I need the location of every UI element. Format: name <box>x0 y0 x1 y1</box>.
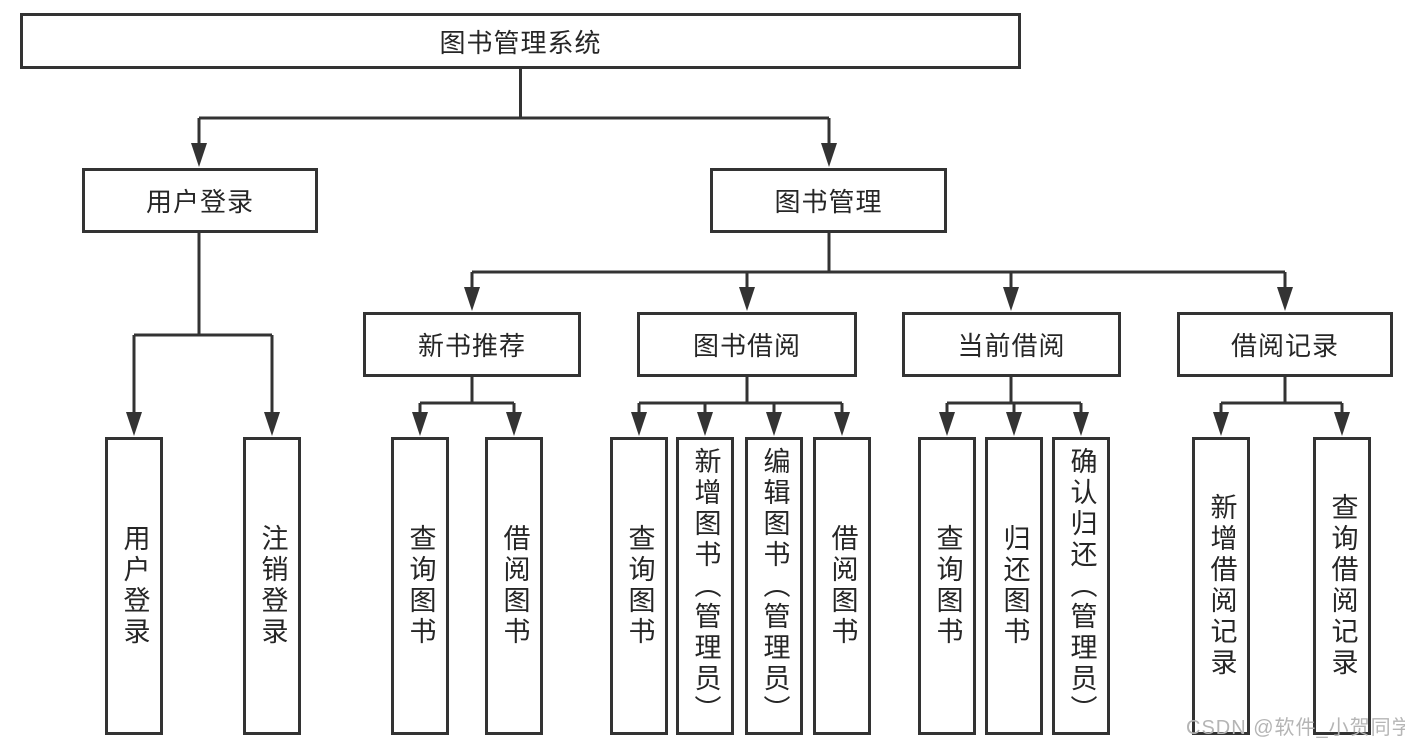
node-root-label: 图书管理系统 <box>439 27 602 58</box>
node-current-borrowing-label: 当前借阅 <box>957 331 1066 361</box>
node-book-borrowing: 图书借阅 <box>637 312 857 377</box>
connector-book-management-children <box>470 233 1287 290</box>
leaf-query-borrow-record-label: 查询借阅记录 <box>1327 493 1358 679</box>
node-borrowing-records: 借阅记录 <box>1177 312 1393 377</box>
leaf-borrow-books-recommend-label: 借阅图书 <box>499 524 530 648</box>
leaf-query-borrow-record: 查询借阅记录 <box>1313 437 1371 735</box>
leaf-return-books-label: 归还图书 <box>999 524 1030 648</box>
leaf-query-books-borrowing: 查询图书 <box>610 437 668 735</box>
leaf-query-books-current: 查询图书 <box>918 437 976 735</box>
leaf-confirm-return-admin-label: 确认归还（管理员） <box>1066 446 1097 726</box>
leaf-query-books-recommend-label: 查询图书 <box>405 524 436 648</box>
leaf-user-login-label: 用户登录 <box>119 524 150 648</box>
node-new-book-recommend: 新书推荐 <box>363 312 581 377</box>
leaf-add-borrow-record-label: 新增借阅记录 <box>1206 493 1237 679</box>
connector-current-borrowing-children <box>945 377 1083 416</box>
leaf-edit-books-admin-label: 编辑图书（管理员） <box>759 446 790 726</box>
leaf-query-books-recommend: 查询图书 <box>391 437 449 735</box>
node-book-management: 图书管理 <box>710 168 947 233</box>
arrowheads <box>126 143 1350 436</box>
leaf-query-books-current-label: 查询图书 <box>932 524 963 648</box>
node-root: 图书管理系统 <box>20 13 1021 69</box>
leaf-query-books-borrowing-label: 查询图书 <box>624 524 655 648</box>
watermark: CSDN @软件_小贺同学 <box>1186 717 1405 739</box>
leaf-confirm-return-admin: 确认归还（管理员） <box>1052 437 1110 735</box>
leaf-borrow-books-borrowing: 借阅图书 <box>813 437 871 735</box>
node-book-borrowing-label: 图书借阅 <box>692 331 801 361</box>
node-borrowing-records-label: 借阅记录 <box>1230 331 1339 361</box>
connector-borrowing-records-children <box>1219 377 1344 416</box>
connector-root-to-level2 <box>197 69 831 146</box>
leaf-borrow-books-recommend: 借阅图书 <box>485 437 543 735</box>
leaf-return-books: 归还图书 <box>985 437 1043 735</box>
node-current-borrowing: 当前借阅 <box>902 312 1121 377</box>
connector-user-login-children <box>132 233 274 415</box>
connector-new-book-recommend-children <box>418 377 516 416</box>
leaf-add-borrow-record: 新增借阅记录 <box>1192 437 1250 735</box>
leaf-add-books-admin: 新增图书（管理员） <box>676 437 734 735</box>
leaf-logout: 注销登录 <box>243 437 301 735</box>
leaf-add-books-admin-label: 新增图书（管理员） <box>690 446 721 726</box>
connector-book-borrowing-children <box>637 377 844 416</box>
node-new-book-recommend-label: 新书推荐 <box>417 331 526 361</box>
leaf-user-login: 用户登录 <box>105 437 163 735</box>
leaf-logout-label: 注销登录 <box>257 524 288 648</box>
node-book-management-label: 图书管理 <box>774 187 883 217</box>
leaf-edit-books-admin: 编辑图书（管理员） <box>745 437 803 735</box>
node-user-login: 用户登录 <box>82 168 318 233</box>
leaf-borrow-books-borrowing-label: 借阅图书 <box>827 524 858 648</box>
node-user-login-label: 用户登录 <box>145 187 254 217</box>
